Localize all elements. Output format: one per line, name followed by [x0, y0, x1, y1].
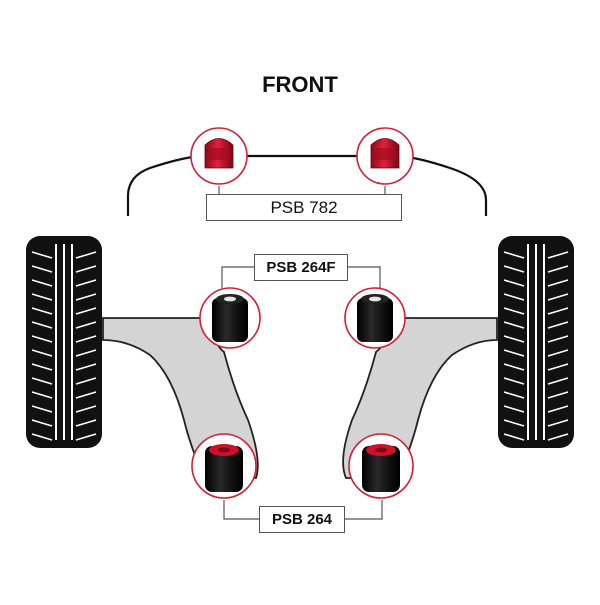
front-orientation-label: FRONT	[262, 72, 338, 97]
anti-roll-bar	[126, 154, 488, 216]
front-arm-bush-left	[199, 287, 261, 349]
rear-arm-bush-right	[348, 433, 414, 499]
part-label-psb-782: PSB 782	[206, 194, 402, 221]
anti-roll-bar-bush-left	[190, 127, 248, 185]
part-label-psb-264f: PSB 264F	[254, 254, 348, 281]
part-label-psb-264: PSB 264	[259, 506, 345, 533]
rear-arm-bush-left	[191, 433, 257, 499]
psb782-leader-lines	[218, 186, 386, 194]
left-tyre	[26, 236, 102, 448]
right-tyre	[498, 236, 574, 448]
front-arm-bush-right	[344, 287, 406, 349]
psb264f-leader-lines	[221, 266, 381, 288]
anti-roll-bar-bush-right	[356, 127, 414, 185]
psb264-leader-lines	[223, 500, 383, 520]
